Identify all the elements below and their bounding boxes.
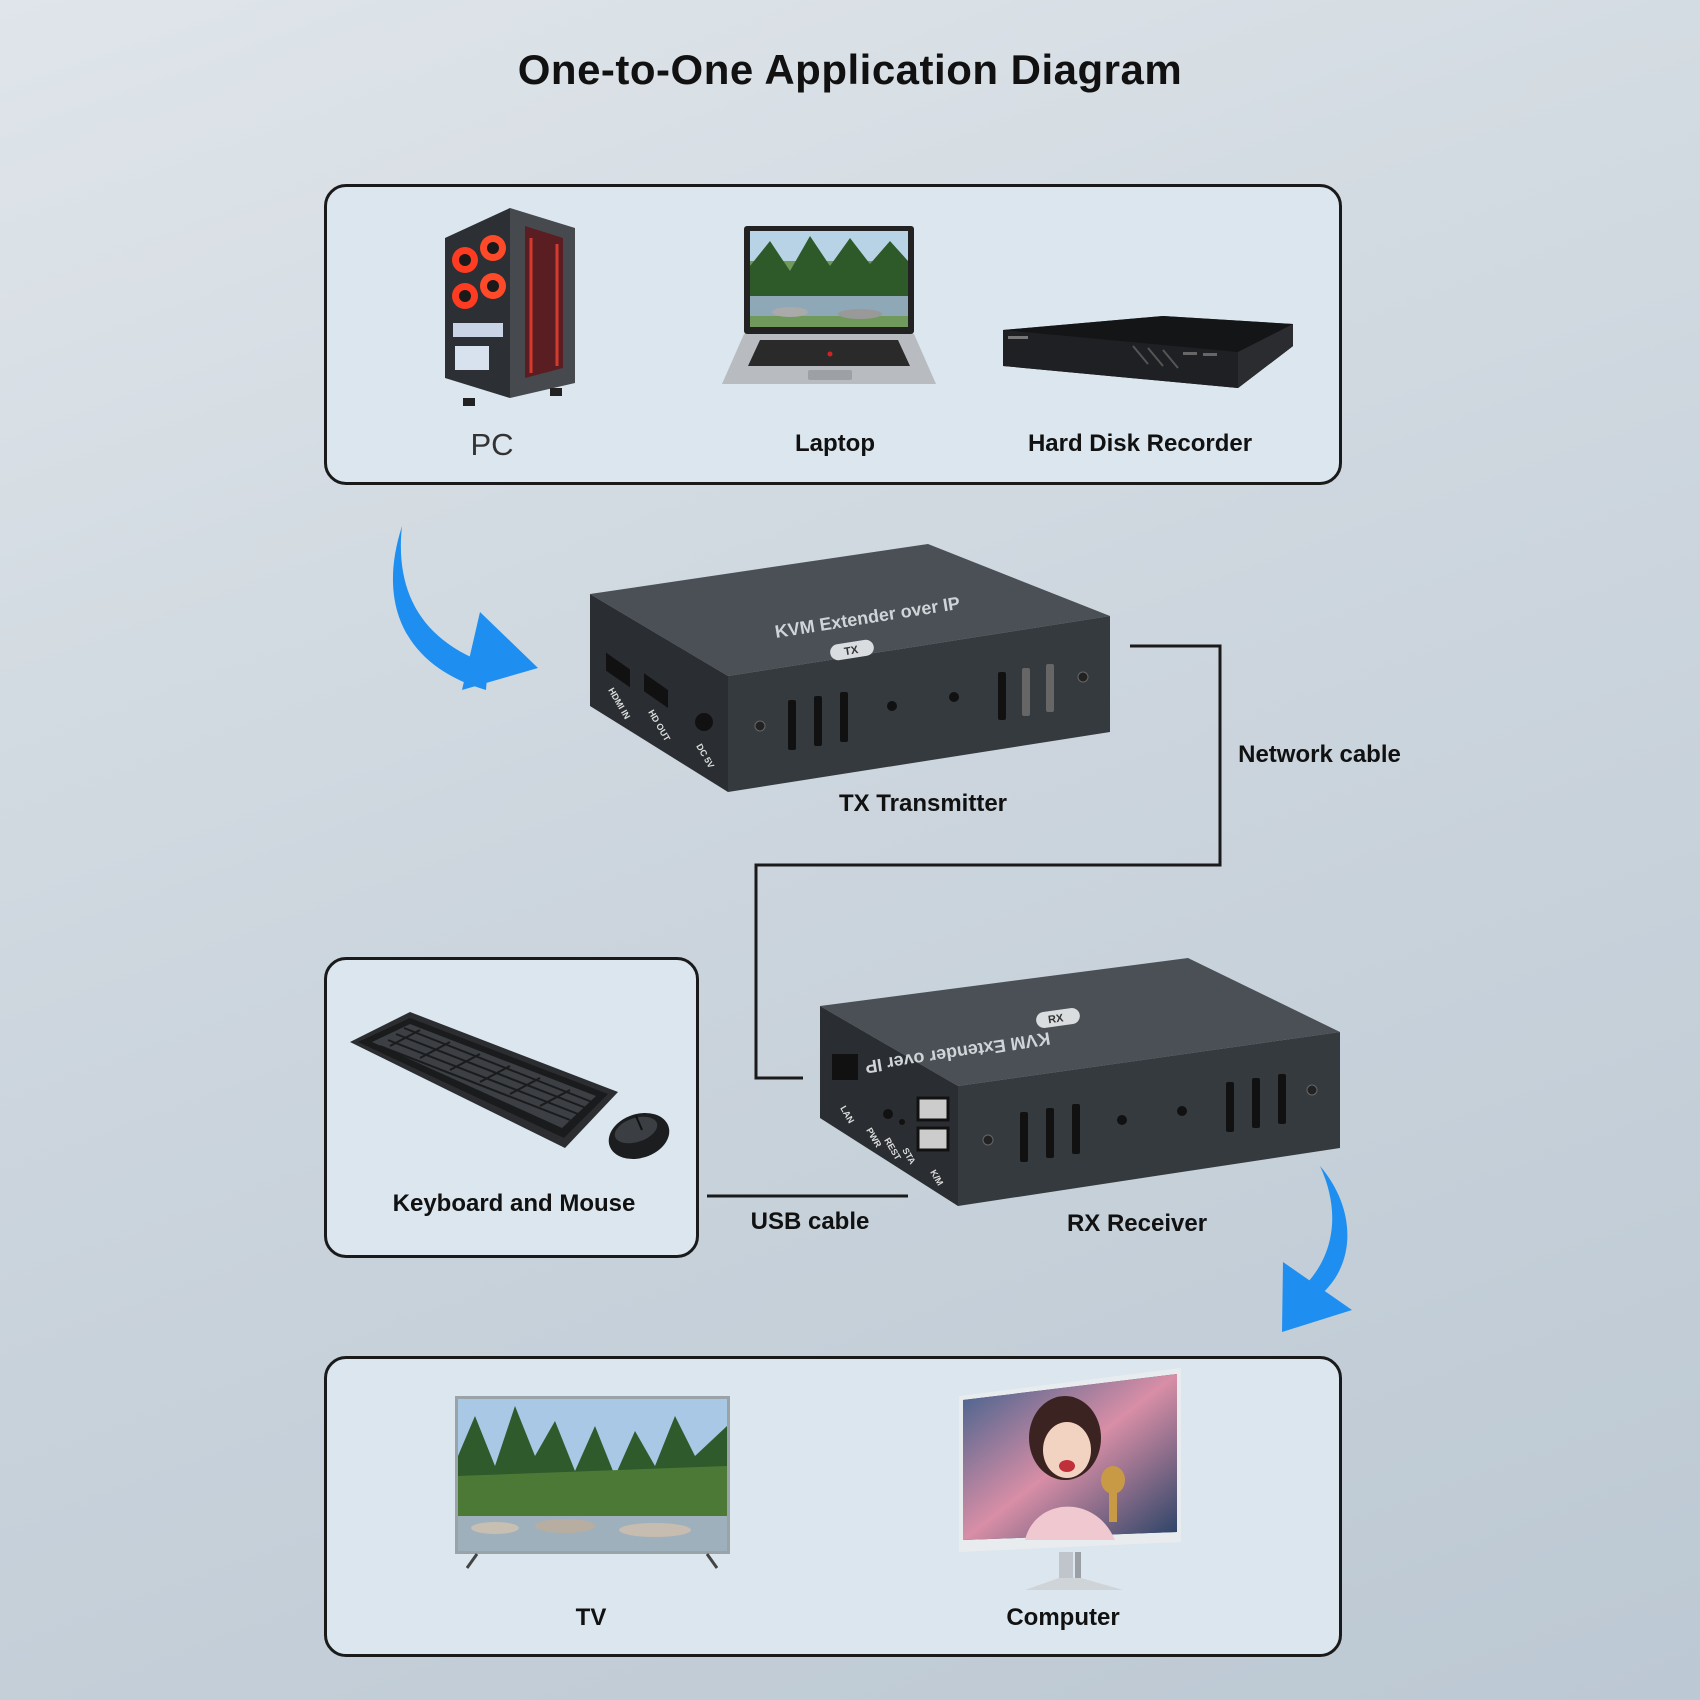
hard-disk-recorder-label: Hard Disk Recorder [1027, 430, 1253, 457]
rx-receiver-label: RX Receiver [1066, 1210, 1208, 1237]
rx-receiver-device: KVM Extender over IP RX LAN PWR REST STA… [820, 958, 1340, 1206]
blue-arrow-down-left-icon [1282, 1166, 1352, 1332]
rx-badge: RX [1047, 1012, 1064, 1026]
network-cable-label: Network cable [1238, 741, 1401, 768]
laptop-icon [722, 226, 936, 384]
tv-icon [455, 1396, 730, 1569]
hard-disk-recorder-icon [1003, 316, 1293, 388]
tx-transmitter-label: TX Transmitter [838, 790, 1008, 817]
keyboard-mouse-label: Keyboard and Mouse [392, 1190, 636, 1217]
tv-label: TV [575, 1604, 607, 1631]
mouse-icon [608, 1112, 670, 1160]
pc-tower-icon [445, 208, 575, 406]
computer-label: Computer [1006, 1604, 1120, 1631]
keyboard-icon [350, 1012, 618, 1148]
page-title: One-to-One Application Diagram [517, 46, 1183, 93]
network-cable-line [754, 644, 1222, 1080]
usb-cable-label: USB cable [750, 1208, 870, 1235]
tx-transmitter-device: KVM Extender over IP TX HDMI IN HD OUT D… [590, 544, 1110, 792]
blue-arrow-down-right-icon [392, 526, 538, 690]
tx-badge: TX [843, 644, 859, 658]
pc-label: PC [470, 427, 514, 462]
computer-monitor-icon [959, 1368, 1181, 1590]
laptop-label: Laptop [795, 430, 875, 457]
